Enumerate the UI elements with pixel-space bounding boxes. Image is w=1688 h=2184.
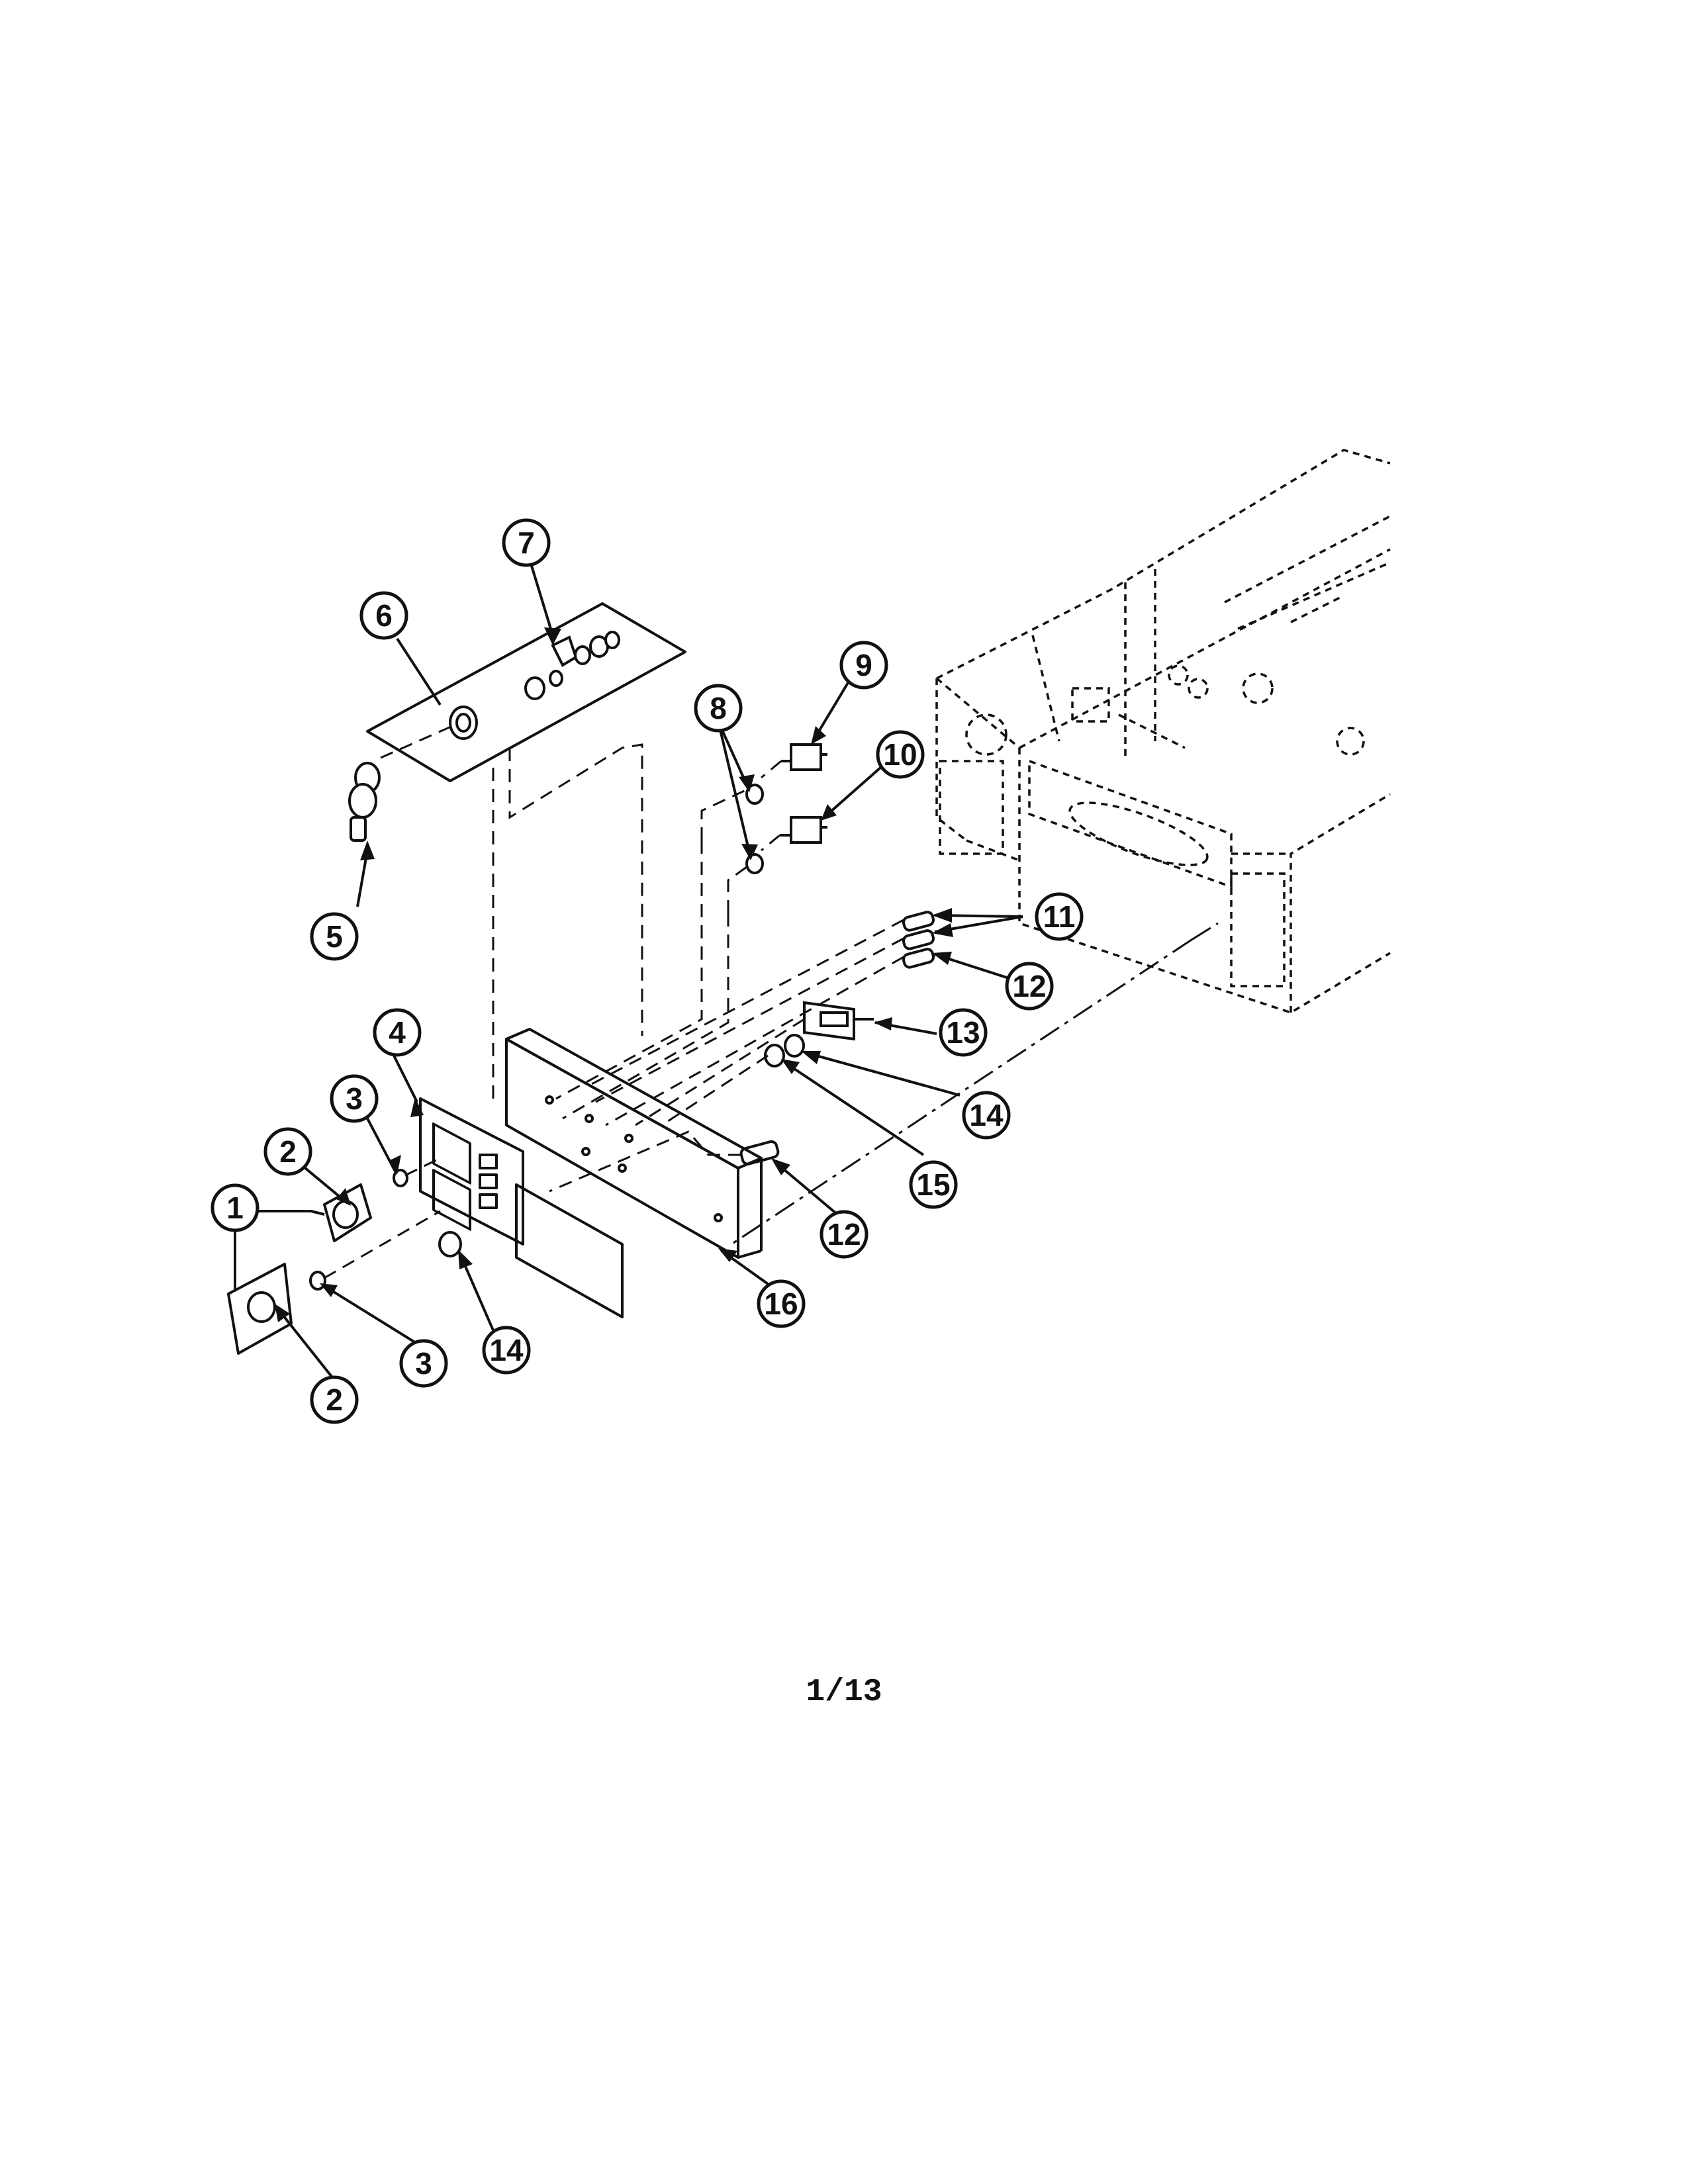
cabinet-frame [935,449,1391,1014]
page-number: 1/13 [806,1674,882,1710]
svg-text:10: 10 [883,737,917,772]
receptacle [803,1001,874,1041]
knob-assembly-upper [323,1169,408,1242]
callout-14-left: 14 [482,1326,531,1375]
callout-11: 11 [1035,892,1084,941]
callout-15: 15 [909,1160,958,1209]
callout-5: 5 [310,912,359,961]
toggle-switch-upper [781,743,827,771]
callout-8: 8 [694,684,743,733]
svg-text:16: 16 [764,1287,798,1321]
key [348,762,381,842]
key-lock [449,705,478,740]
svg-text:3: 3 [346,1081,363,1116]
callout-14-right: 14 [962,1091,1011,1140]
callout-12-upper: 12 [1005,962,1054,1011]
nut-washers [745,784,764,874]
callout-12-lower: 12 [820,1210,868,1259]
leader-lines [234,559,1023,1381]
svg-text:14: 14 [489,1333,524,1367]
callout-3-upper: 3 [330,1074,379,1123]
svg-text:5: 5 [326,919,343,954]
callout-2-upper: 2 [263,1127,312,1176]
svg-text:13: 13 [946,1015,980,1050]
svg-text:6: 6 [375,598,393,633]
callout-6: 6 [359,591,408,640]
svg-text:3: 3 [415,1346,432,1381]
toggle-switch-lower [780,816,827,844]
assembly-lines [324,723,1219,1279]
svg-text:11: 11 [1043,899,1076,934]
switch-plate [366,602,686,782]
svg-text:14: 14 [969,1098,1004,1132]
callout-16: 16 [757,1279,806,1328]
callout-7: 7 [502,518,551,567]
callout-3-lower: 3 [399,1339,448,1388]
fuse-holders [902,911,935,969]
callout-13: 13 [939,1008,988,1057]
callout-10: 10 [876,730,925,779]
svg-text:12: 12 [1012,969,1046,1003]
svg-text:15: 15 [916,1167,950,1202]
svg-text:8: 8 [710,691,727,725]
grommets [438,1034,805,1257]
svg-text:1: 1 [226,1191,244,1225]
callout-1: 1 [211,1183,259,1232]
arrowheads [275,627,953,1322]
callout-2-lower: 2 [310,1375,359,1424]
svg-text:4: 4 [389,1015,406,1050]
svg-text:2: 2 [279,1134,297,1169]
svg-text:12: 12 [827,1217,861,1251]
callout-9: 9 [839,641,888,690]
control-panel-bracket [505,1028,763,1259]
lock-cam [524,631,620,700]
callout-4: 4 [373,1008,422,1057]
svg-text:9: 9 [855,648,872,682]
rating-label [515,1183,624,1318]
svg-text:7: 7 [518,525,535,560]
nameplate [419,1097,524,1246]
svg-text:2: 2 [326,1383,343,1417]
